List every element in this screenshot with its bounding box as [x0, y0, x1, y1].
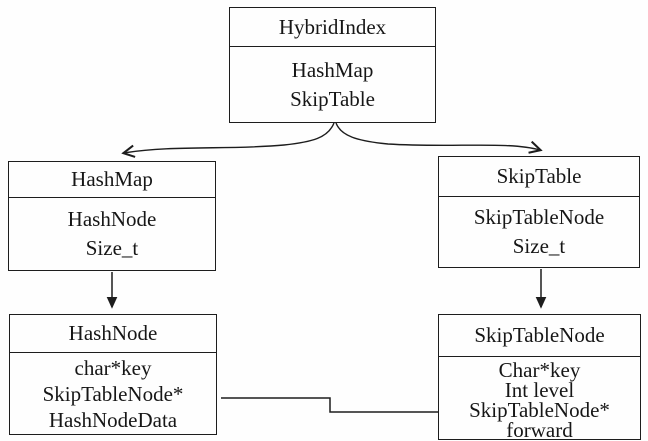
class-box-hashmap: HashMap HashNode Size_t	[8, 161, 216, 271]
class-box-hashnode: HashNode char*key SkipTableNode* HashNod…	[9, 314, 217, 435]
field-char-key: char*key	[74, 355, 152, 380]
field-size-t: Size_t	[512, 234, 566, 258]
field-hashnodedata: HashNodeData	[48, 407, 178, 432]
class-fields-hashnode: char*key SkipTableNode* HashNodeData	[10, 353, 216, 434]
field-size-t: Size_t	[85, 236, 139, 260]
edge-hybridindex-to-hashmap-arrow	[124, 122, 335, 153]
field-char-key: Char*key	[498, 358, 581, 382]
class-fields-hashmap: HashNode Size_t	[9, 198, 215, 270]
field-skiptablenode: SkipTableNode	[473, 205, 605, 229]
field-hashnode: HashNode	[67, 207, 157, 231]
field-hashmap: HashMap	[291, 57, 374, 82]
field-skiptablenode-ptr: SkipTableNode*	[469, 398, 610, 422]
class-fields-skiptablenode: Char*key Int level SkipTableNode* forwar…	[439, 357, 640, 441]
class-title-hashmap: HashMap	[9, 162, 215, 198]
class-box-hybridindex: HybridIndex HashMap SkipTable	[229, 7, 436, 123]
class-title-skiptable: SkipTable	[439, 157, 639, 197]
class-title-skiptablenode: SkipTableNode	[439, 315, 640, 357]
field-skiptablenode-ptr: SkipTableNode*	[42, 381, 184, 406]
edge-hashnode-to-skiptablenode-arrow	[221, 397, 452, 418]
field-forward: forward	[506, 418, 573, 441]
class-title-hashnode: HashNode	[10, 315, 216, 353]
class-box-skiptablenode: SkipTableNode Char*key Int level SkipTab…	[438, 314, 641, 441]
class-box-skiptable: SkipTable SkipTableNode Size_t	[438, 156, 640, 268]
class-title-hybridindex: HybridIndex	[230, 8, 435, 47]
edge-hybridindex-to-skiptable-arrow	[335, 122, 540, 150]
class-fields-hybridindex: HashMap SkipTable	[230, 47, 435, 122]
class-fields-skiptable: SkipTableNode Size_t	[439, 197, 639, 267]
field-int-level: Int level	[504, 378, 575, 402]
field-skiptable: SkipTable	[290, 86, 375, 111]
